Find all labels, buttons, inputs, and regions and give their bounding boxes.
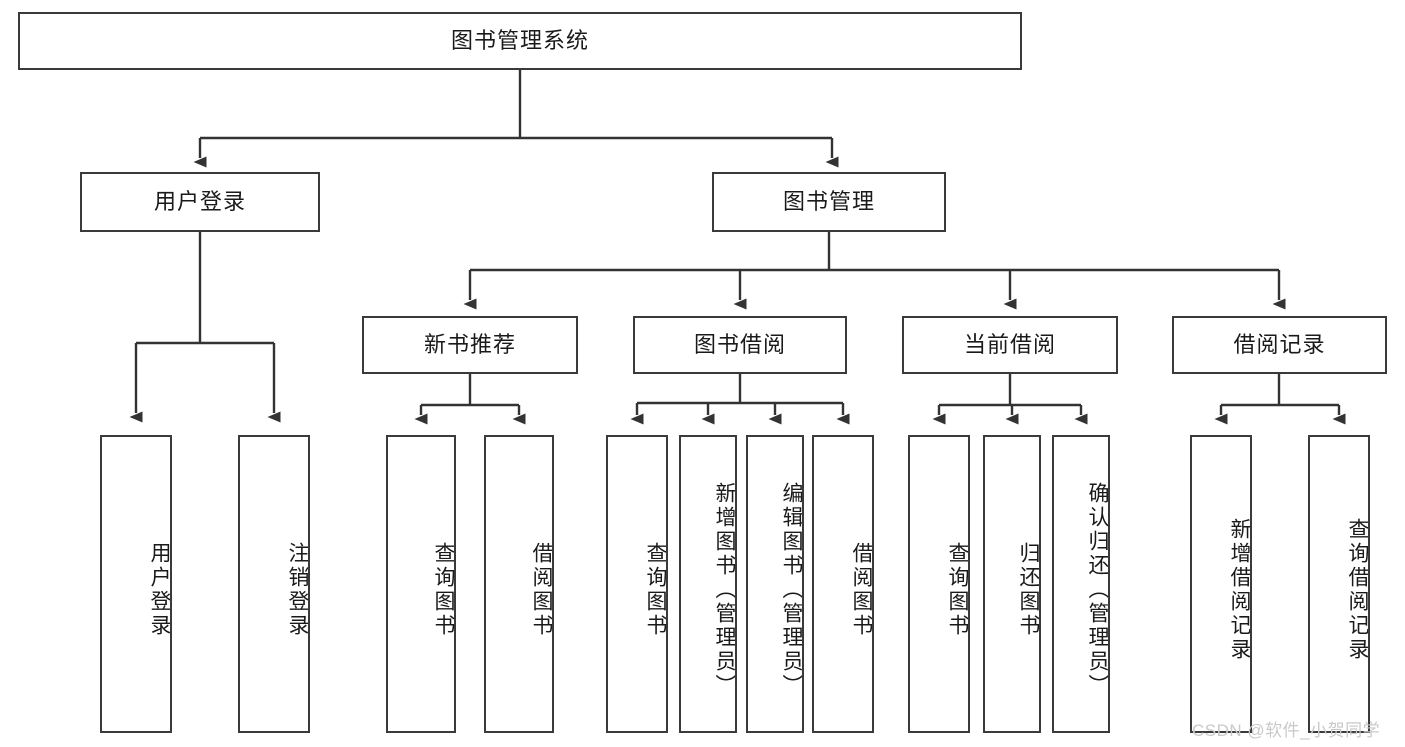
leaf-node-edit-book-admin[interactable]: 编辑图书（管理员） — [746, 435, 804, 733]
node-label: 归还图书 — [1017, 542, 1040, 638]
node-label: 查询图书 — [946, 542, 969, 638]
csdn-watermark: CSDN @软件_小贺同学 — [1192, 721, 1381, 740]
node-label: 注销登录 — [286, 542, 309, 638]
leaf-node-query-book-borrowing[interactable]: 查询图书 — [606, 435, 668, 733]
leaf-node-return-book[interactable]: 归还图书 — [983, 435, 1041, 733]
node-label: 查询图书 — [644, 542, 667, 638]
node-label: 当前借阅 — [963, 331, 1056, 357]
node-book-borrowing[interactable]: 图书借阅 — [633, 316, 847, 374]
node-label: 新增图书（管理员） — [713, 482, 736, 698]
node-label: 编辑图书（管理员） — [780, 482, 803, 698]
node-label: 用户登录 — [153, 188, 246, 214]
leaf-node-query-book-current[interactable]: 查询图书 — [908, 435, 970, 733]
node-borrowing-record[interactable]: 借阅记录 — [1172, 316, 1387, 374]
node-label: 借阅记录 — [1233, 331, 1326, 357]
node-label: 新增借阅记录 — [1228, 518, 1251, 662]
node-label: 图书借阅 — [693, 331, 786, 357]
node-label: 图书管理系统 — [450, 27, 589, 53]
node-label: 借阅图书 — [530, 542, 553, 638]
node-label: 用户登录 — [148, 542, 171, 638]
node-current-borrowing[interactable]: 当前借阅 — [902, 316, 1118, 374]
node-label: 借阅图书 — [850, 542, 873, 638]
node-label: 查询借阅记录 — [1346, 518, 1369, 662]
node-user-login[interactable]: 用户登录 — [80, 172, 320, 232]
node-book-management[interactable]: 图书管理 — [712, 172, 946, 232]
leaf-node-borrow-book-recommendation[interactable]: 借阅图书 — [484, 435, 554, 733]
node-label: 新书推荐 — [423, 331, 516, 357]
leaf-node-add-borrow-record[interactable]: 新增借阅记录 — [1190, 435, 1252, 733]
leaf-node-borrow-book-borrowing[interactable]: 借阅图书 — [812, 435, 874, 733]
node-new-book-recommendation[interactable]: 新书推荐 — [362, 316, 578, 374]
leaf-node-confirm-return-admin[interactable]: 确认归还（管理员） — [1052, 435, 1110, 733]
node-label: 图书管理 — [782, 188, 875, 214]
node-label: 查询图书 — [432, 542, 455, 638]
leaf-node-add-book-admin[interactable]: 新增图书（管理员） — [679, 435, 737, 733]
leaf-node-user-logout[interactable]: 注销登录 — [238, 435, 310, 733]
leaf-node-user-login[interactable]: 用户登录 — [100, 435, 172, 733]
node-root-book-management-system[interactable]: 图书管理系统 — [18, 12, 1022, 70]
leaf-node-query-book-recommendation[interactable]: 查询图书 — [386, 435, 456, 733]
leaf-node-query-borrow-record[interactable]: 查询借阅记录 — [1308, 435, 1370, 733]
node-label: 确认归还（管理员） — [1086, 482, 1109, 698]
